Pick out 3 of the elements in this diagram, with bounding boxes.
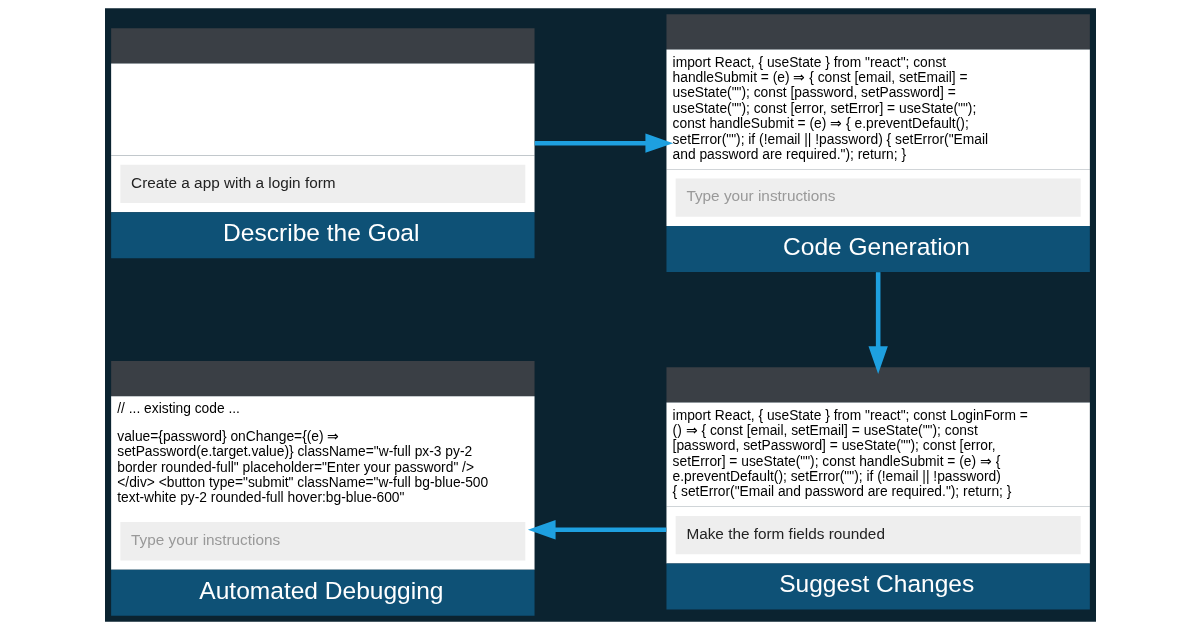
- arrow: [534, 133, 673, 153]
- arrow: [867, 272, 888, 374]
- arrow: [527, 520, 666, 540]
